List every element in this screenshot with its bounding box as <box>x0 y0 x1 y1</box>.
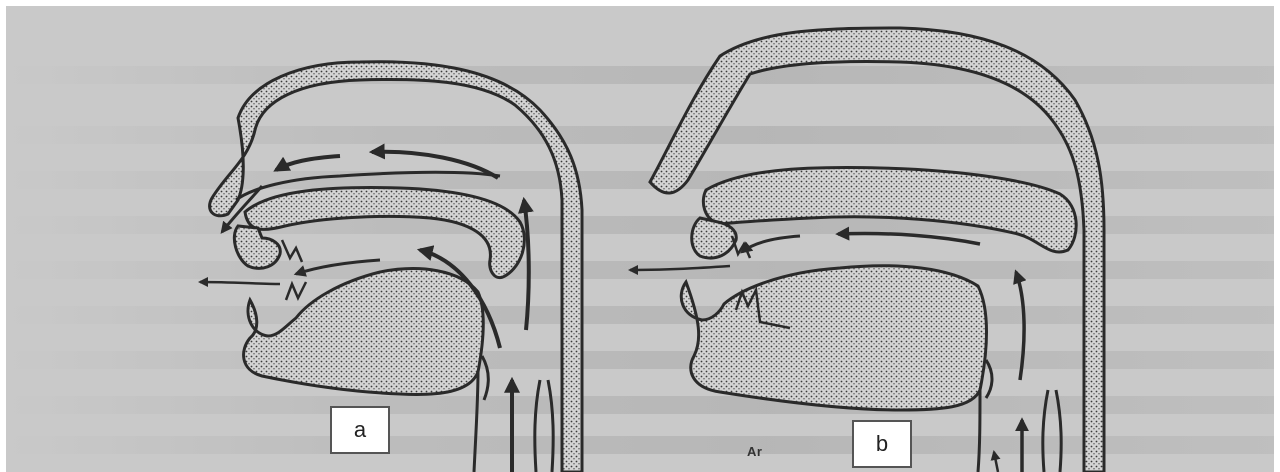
epiglottis-b <box>986 360 992 398</box>
airflow-arrow-a <box>524 200 529 330</box>
epiglottis-a <box>482 356 488 400</box>
air-label: Ar <box>747 444 762 459</box>
panel-a-label: a <box>330 406 390 454</box>
panel-a-vocal-tract <box>200 62 582 472</box>
airflow-arrow-a <box>276 156 340 170</box>
panel-b-vocal-tract <box>630 28 1104 472</box>
airflow-arrow-b <box>994 452 998 472</box>
airflow-arrow-a <box>200 282 280 284</box>
tongue-a <box>244 269 484 395</box>
soft-palate-a <box>245 188 524 278</box>
vocal-folds-b <box>1043 390 1061 472</box>
airflow-arrow-b <box>838 233 980 244</box>
pharynx-a <box>474 372 478 472</box>
airflow-arrow-a <box>296 260 380 274</box>
airflow-arrow-b <box>630 266 730 270</box>
airflow-arrow-b <box>1016 272 1024 380</box>
vocal-folds-a <box>535 380 553 472</box>
panel-b-label: b <box>852 420 912 468</box>
upper-lip-a <box>234 226 280 268</box>
lower-teeth-a <box>286 282 306 300</box>
tongue-b <box>681 266 986 410</box>
pharynx-b <box>978 390 980 472</box>
hard-palate-b <box>703 168 1076 252</box>
airflow-arrow-b <box>742 236 800 252</box>
teeth-a <box>282 240 302 262</box>
